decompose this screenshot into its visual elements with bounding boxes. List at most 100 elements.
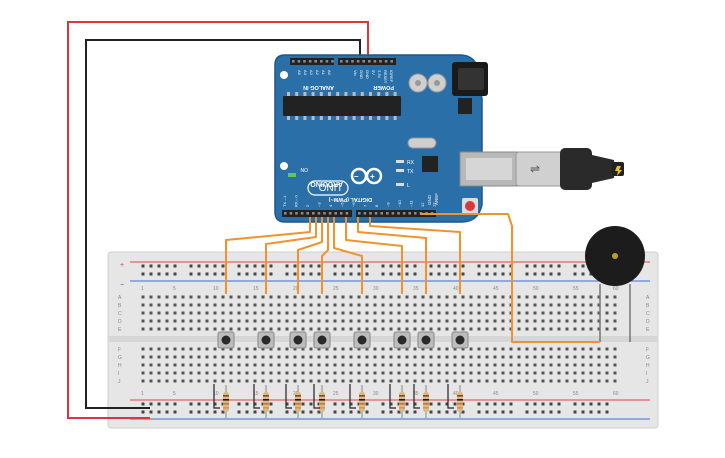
digital-header-low[interactable] xyxy=(282,210,352,217)
terminal-hole xyxy=(429,355,433,359)
terminal-hole xyxy=(357,295,361,299)
terminal-hole xyxy=(389,303,393,307)
ground-jumper[interactable] xyxy=(413,384,420,409)
terminal-hole xyxy=(293,347,297,351)
chip-leg xyxy=(328,116,331,120)
terminal-hole xyxy=(205,295,209,299)
ground-jumper[interactable] xyxy=(349,384,356,409)
terminal-hole xyxy=(493,371,497,375)
signal-wire[interactable] xyxy=(265,217,317,294)
chip-leg xyxy=(369,116,372,120)
column-number-top: 25 xyxy=(333,286,339,292)
digital-header-high[interactable] xyxy=(356,210,436,217)
terminal-hole xyxy=(501,347,505,351)
terminal-hole xyxy=(589,311,593,315)
rail-hole xyxy=(285,272,289,276)
reset-button[interactable] xyxy=(465,201,475,211)
rail-hole xyxy=(205,272,209,276)
terminal-hole xyxy=(309,363,313,367)
ground-jumper[interactable] xyxy=(253,384,260,409)
terminal-hole xyxy=(229,311,233,315)
red-5v-wire[interactable] xyxy=(67,21,369,419)
header-pin xyxy=(340,60,343,63)
signal-wire[interactable] xyxy=(369,217,461,294)
rail-hole xyxy=(597,402,601,406)
terminal-hole xyxy=(373,319,377,323)
black-gnd-wire[interactable] xyxy=(85,39,361,409)
signal-wire[interactable] xyxy=(225,217,311,294)
rail-hole xyxy=(525,272,529,276)
usb-cable[interactable]: ⇌ xyxy=(515,148,624,190)
ground-jumper[interactable] xyxy=(389,384,396,409)
terminal-hole xyxy=(605,327,609,331)
terminal-hole xyxy=(229,327,233,331)
signal-wire[interactable] xyxy=(333,217,363,294)
piezo-buzzer[interactable] xyxy=(585,226,645,342)
analog-header[interactable] xyxy=(290,58,334,65)
terminal-hole xyxy=(237,295,241,299)
terminal-hole xyxy=(317,379,321,383)
terminal-hole xyxy=(573,319,577,323)
ground-jumper[interactable] xyxy=(313,384,320,409)
signal-wire[interactable] xyxy=(345,217,403,294)
terminal-hole xyxy=(197,311,201,315)
terminal-hole xyxy=(421,363,425,367)
digital-pin-label: ~5 xyxy=(340,202,345,207)
terminal-hole xyxy=(173,303,177,307)
terminal-hole xyxy=(341,347,345,351)
terminal-hole xyxy=(141,303,145,307)
terminal-hole xyxy=(253,363,257,367)
resistor-band xyxy=(359,399,365,401)
ground-jumper[interactable] xyxy=(447,384,454,409)
chip-leg xyxy=(311,116,315,120)
power-pin-label: 5V xyxy=(371,70,376,75)
rail-hole xyxy=(509,410,513,414)
terminal-hole xyxy=(373,347,377,351)
terminal-hole xyxy=(597,379,601,383)
arduino-uno-board[interactable]: RX TX L ARDUINO – + UNO ON POWER ANALOG … xyxy=(274,54,519,223)
terminal-hole xyxy=(389,371,393,375)
terminal-hole xyxy=(245,355,249,359)
signal-wire[interactable] xyxy=(321,217,329,294)
rail-hole xyxy=(333,264,337,268)
terminal-hole xyxy=(357,363,361,367)
signal-wire[interactable] xyxy=(420,213,600,343)
terminal-hole xyxy=(301,371,305,375)
chip-leg xyxy=(377,116,381,120)
breadboard[interactable]: + − 115510101515202025253030353540404545… xyxy=(107,251,659,429)
terminal-hole xyxy=(525,379,529,383)
terminal-hole xyxy=(573,327,577,331)
tx-label: TX xyxy=(407,169,414,175)
terminal-hole xyxy=(541,295,545,299)
terminal-hole xyxy=(253,319,257,323)
terminal-hole xyxy=(437,295,441,299)
terminal-hole xyxy=(437,303,441,307)
terminal-hole xyxy=(485,327,489,331)
terminal-hole xyxy=(605,379,609,383)
terminal-hole xyxy=(213,319,217,323)
signal-wire[interactable] xyxy=(357,217,427,294)
rail-hole xyxy=(237,402,241,406)
ground-jumper[interactable] xyxy=(213,384,220,409)
rail-hole xyxy=(493,272,497,276)
terminal-hole xyxy=(613,303,617,307)
terminal-hole xyxy=(285,379,289,383)
terminal-hole xyxy=(397,371,401,375)
chip-leg xyxy=(360,92,364,96)
signal-wire[interactable] xyxy=(297,217,323,294)
chip-legs xyxy=(287,92,397,120)
rail-hole xyxy=(293,264,297,268)
terminal-hole xyxy=(165,347,169,351)
terminal-hole xyxy=(229,303,233,307)
header-pin xyxy=(297,60,301,63)
power-header[interactable] xyxy=(338,58,396,65)
rail-hole xyxy=(269,264,273,268)
terminal-hole xyxy=(405,303,409,307)
terminal-hole xyxy=(461,379,465,383)
ground-jumper[interactable] xyxy=(285,384,292,409)
terminal-hole xyxy=(421,311,425,315)
terminal-hole xyxy=(429,379,433,383)
column-number-bottom: 55 xyxy=(573,391,579,397)
terminal-hole xyxy=(141,379,145,383)
column-number-top: 60 xyxy=(613,286,619,292)
